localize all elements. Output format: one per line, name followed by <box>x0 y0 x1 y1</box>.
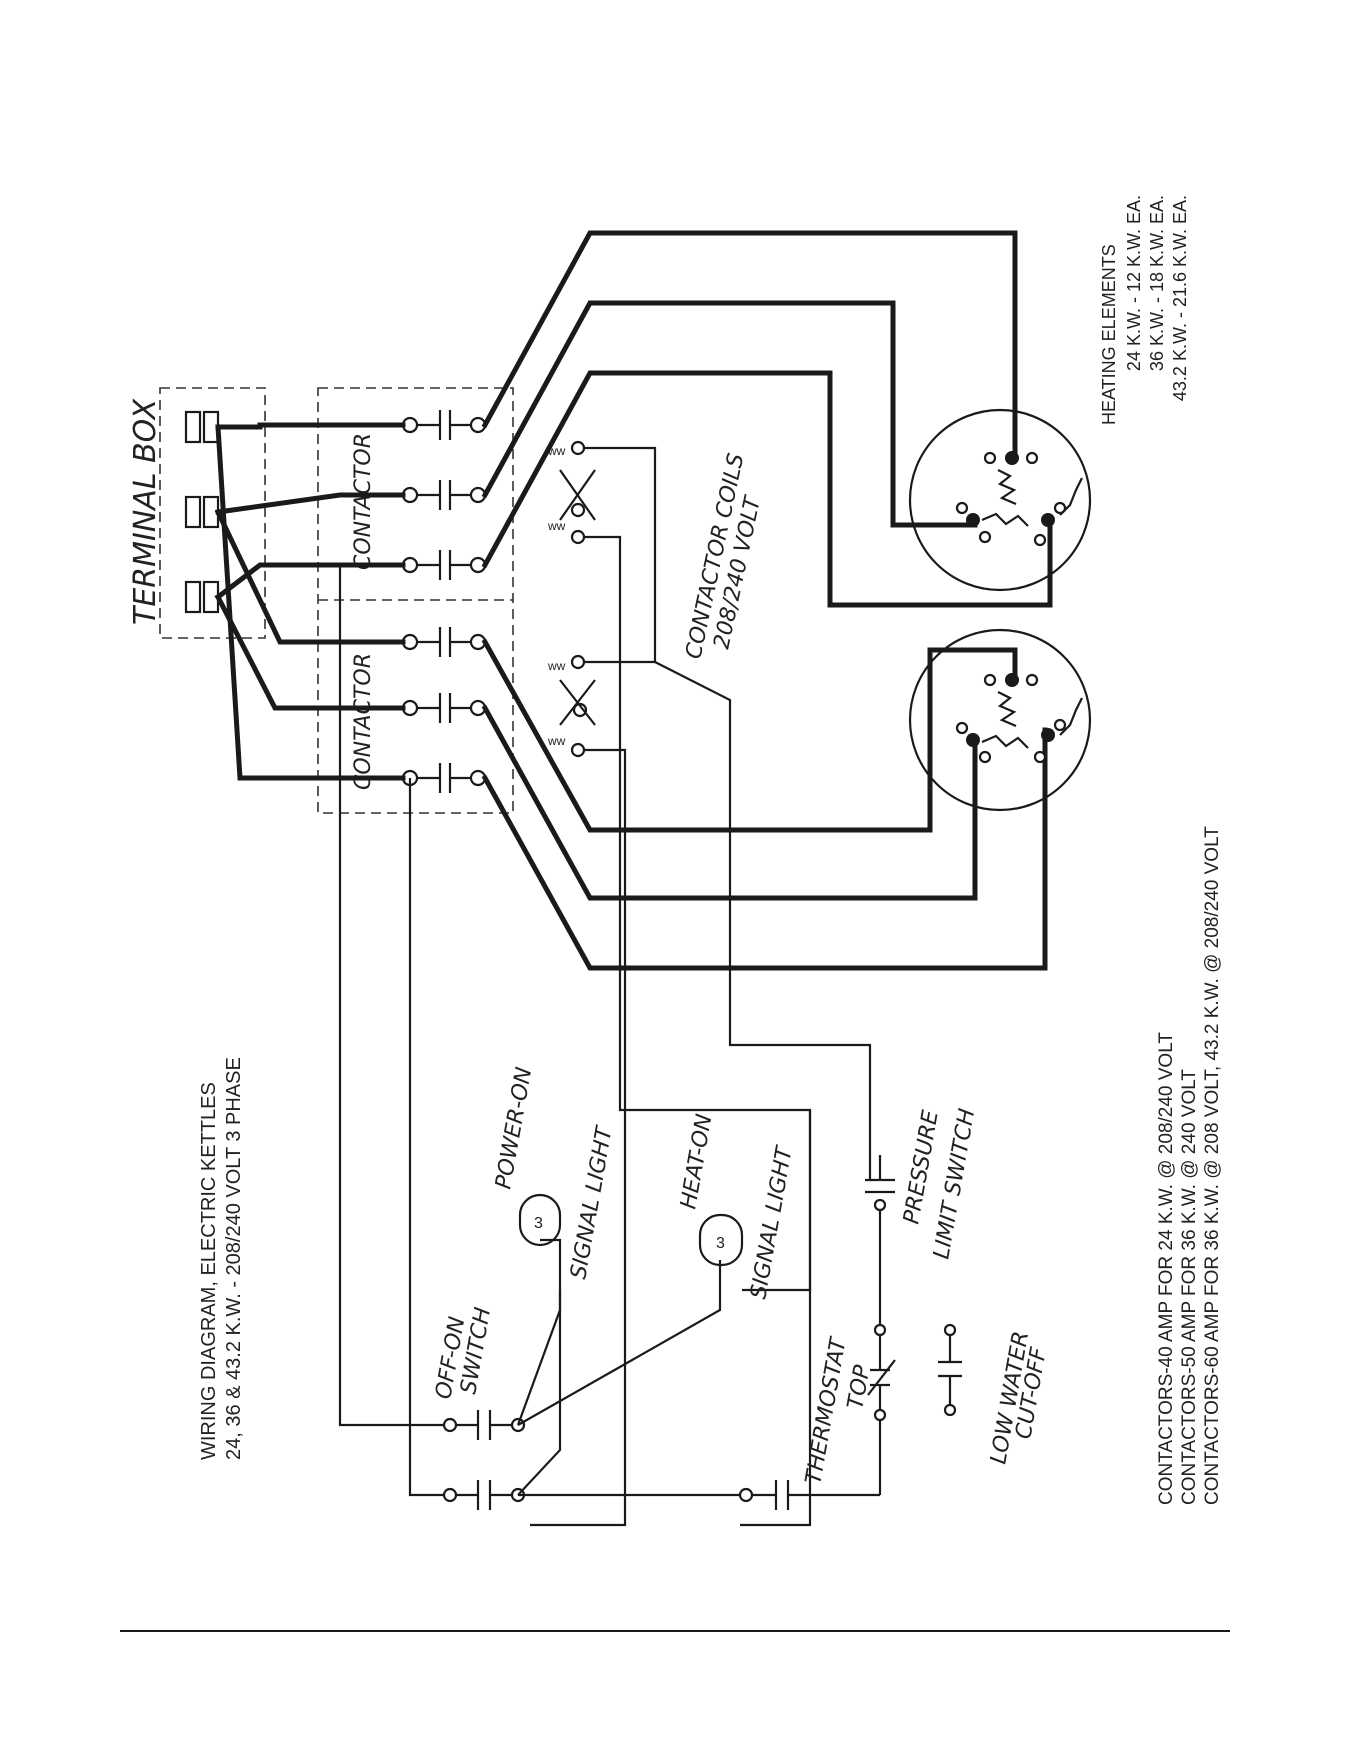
svg-text:ww: ww <box>547 659 566 673</box>
contactor-upper-label: CONTACTOR <box>351 433 376 570</box>
pole-1 <box>401 410 487 440</box>
heating-elements-row-2: 36 K.W. - 18 K.W. EA. <box>1147 195 1167 371</box>
heat-on-label: HEAT-ON <box>676 1112 717 1211</box>
title-line-2: 24, 36 & 43.2 K.W. - 208/240 VOLT 3 PHAS… <box>223 1057 245 1460</box>
heating-elements-row-1: 24 K.W. - 12 K.W. EA. <box>1124 195 1144 371</box>
heat-on-lamp-symbol: 3 <box>716 1235 725 1252</box>
top-label: TOP <box>843 1363 875 1411</box>
pole-2 <box>401 480 487 510</box>
signal-light-label-1: SIGNAL LIGHT <box>566 1123 618 1281</box>
thermostat-label: THERMOSTAT <box>801 1335 852 1486</box>
contactor-note-2: CONTACTORS-50 AMP FOR 36 K.W. @ 240 VOLT <box>1179 1069 1200 1505</box>
contactor-lower-label: CONTACTOR <box>351 653 376 790</box>
pole-5 <box>401 693 487 723</box>
footer-rule <box>120 1630 1230 1632</box>
power-on-label: POWER-ON <box>491 1065 537 1191</box>
contactor-note-1: CONTACTORS-40 AMP FOR 24 K.W. @ 208/240 … <box>1156 1032 1177 1505</box>
control-circuit <box>338 565 962 1510</box>
terminal-box-label: TERMINAL BOX <box>128 398 163 625</box>
coil-control-wires <box>530 446 872 1527</box>
pole-6 <box>401 763 487 793</box>
pole-3 <box>401 550 487 580</box>
signal-light-label-2: SIGNAL LIGHT <box>746 1143 798 1301</box>
title-line-1: WIRING DIAGRAM, ELECTRIC KETTLES <box>198 1082 220 1460</box>
heating-elements-row-3: 43.2 K.W. - 21.6 K.W. EA. <box>1170 195 1190 401</box>
terminal-box-lugs <box>184 410 220 614</box>
line-wires <box>214 422 406 781</box>
power-on-lamp-symbol: 3 <box>534 1215 543 1232</box>
contactor-note-3: CONTACTORS-60 AMP FOR 36 K.W. @ 208 VOLT… <box>1202 826 1223 1505</box>
load-wires <box>481 230 1053 971</box>
heating-element-lower <box>908 628 1092 812</box>
pole-4 <box>401 627 487 657</box>
terminal-box <box>159 387 266 639</box>
heating-element-upper <box>908 408 1092 592</box>
heating-elements-title: HEATING ELEMENTS <box>1099 244 1119 425</box>
svg-text:ww: ww <box>547 519 566 533</box>
contactor-coil-upper: ww ww <box>547 440 596 545</box>
svg-text:ww: ww <box>547 734 566 748</box>
contactor-poles <box>401 410 487 793</box>
contactor-coil-lower: ww ww <box>547 654 596 758</box>
